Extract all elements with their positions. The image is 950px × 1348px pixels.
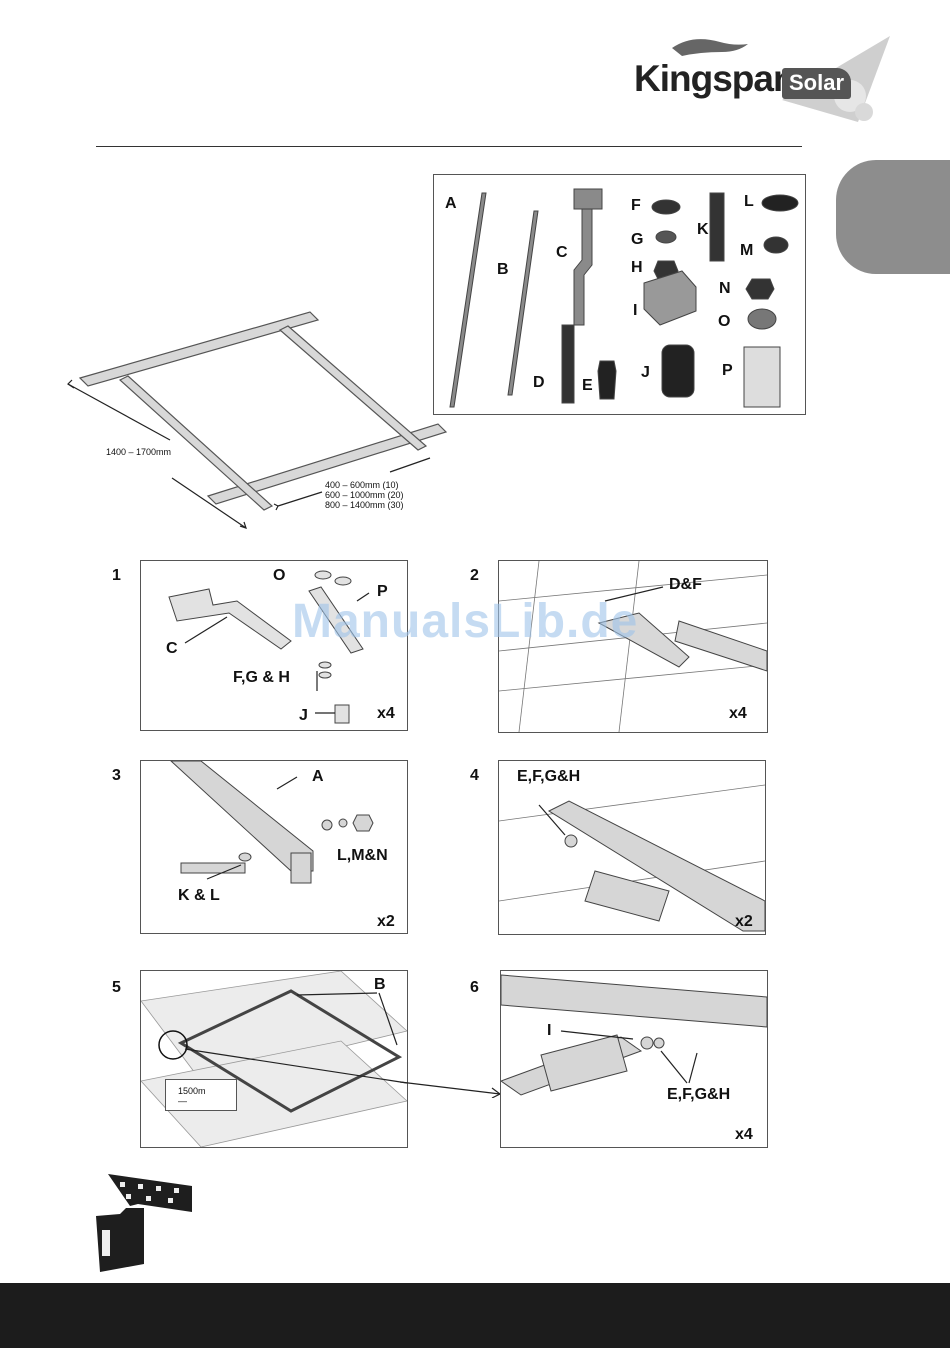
step-number-6: 6 <box>470 979 479 997</box>
part-label-i: I <box>633 302 637 320</box>
step-3-panel: A L,M&N K & L x2 <box>140 760 408 934</box>
step-5-drawing <box>141 971 407 1147</box>
step-6-label-i: I <box>547 1022 551 1040</box>
spacing-label-3: 800 – 1400mm (30) <box>325 500 404 510</box>
spacing-label-1: 400 – 600mm (10) <box>325 480 399 490</box>
step-1-label-fgh: F,G & H <box>233 669 290 687</box>
step-5-dimension-mark: — <box>178 1096 187 1106</box>
step-number-3: 3 <box>112 767 121 785</box>
step-4-drawing <box>499 761 765 934</box>
step-5-panel: B 1500m — <box>140 970 408 1148</box>
step-5-label-b: B <box>374 976 386 994</box>
parts-box: A B C D E F G H I J K L M N O P <box>433 174 806 415</box>
step-3-label-kl: K & L <box>178 887 220 905</box>
part-label-m: M <box>740 242 753 260</box>
brand-logo: Kingspan Solar <box>632 30 894 128</box>
part-label-l: L <box>744 193 754 211</box>
step-1-label-o: O <box>273 567 285 585</box>
step-6-drawing <box>501 971 767 1147</box>
step-connector-arrow <box>400 1078 504 1098</box>
step-3-multiplier: x2 <box>377 913 395 931</box>
brand-name: Kingspan <box>634 58 795 100</box>
part-label-b: B <box>497 261 509 279</box>
step-6-multiplier: x4 <box>735 1126 753 1144</box>
step-2-label-df: D&F <box>669 576 702 594</box>
step-number-5: 5 <box>112 979 121 997</box>
step-number-2: 2 <box>470 567 479 585</box>
step-6-label-efgh: E,F,G&H <box>667 1086 730 1104</box>
part-label-j: J <box>641 364 650 382</box>
spacing-label-2: 600 – 1000mm (20) <box>325 490 404 500</box>
step-4-multiplier: x2 <box>735 913 753 931</box>
frame-length-label: 1400 – 1700mm <box>106 447 171 457</box>
step-number-1: 1 <box>112 567 121 585</box>
step-5-dimension-label: 1500m <box>178 1086 206 1096</box>
part-label-n: N <box>719 280 731 298</box>
brand-sub: Solar <box>782 68 851 99</box>
step-4-label-efgh: E,F,G&H <box>517 768 580 786</box>
step-number-4: 4 <box>470 767 479 785</box>
step-3-label-a: A <box>312 768 324 786</box>
step-5-dimension-box: 1500m — <box>165 1079 237 1111</box>
part-label-e: E <box>582 377 593 395</box>
header-rule <box>96 146 802 147</box>
part-label-h: H <box>631 259 643 277</box>
step-1-multiplier: x4 <box>377 705 395 723</box>
step-3-label-lmn: L,M&N <box>337 847 388 865</box>
step-4-panel: E,F,G&H x2 <box>498 760 766 935</box>
part-label-g: G <box>631 231 643 249</box>
footer-bar <box>0 1283 950 1348</box>
part-label-f: F <box>631 197 641 215</box>
step-2-multiplier: x4 <box>729 705 747 723</box>
part-label-p: P <box>722 362 733 380</box>
part-label-d: D <box>533 374 545 392</box>
watermark: ManualsLib.de <box>292 594 638 649</box>
part-label-c: C <box>556 244 568 262</box>
step-1-label-c: C <box>166 640 178 658</box>
part-label-o: O <box>718 313 730 331</box>
part-label-a: A <box>445 195 457 213</box>
step-1-label-j: J <box>299 707 308 725</box>
part-label-k: K <box>697 221 709 239</box>
bracket-illustration <box>96 1168 200 1276</box>
side-tab <box>836 160 950 274</box>
step-6-panel: I E,F,G&H x4 <box>500 970 768 1148</box>
